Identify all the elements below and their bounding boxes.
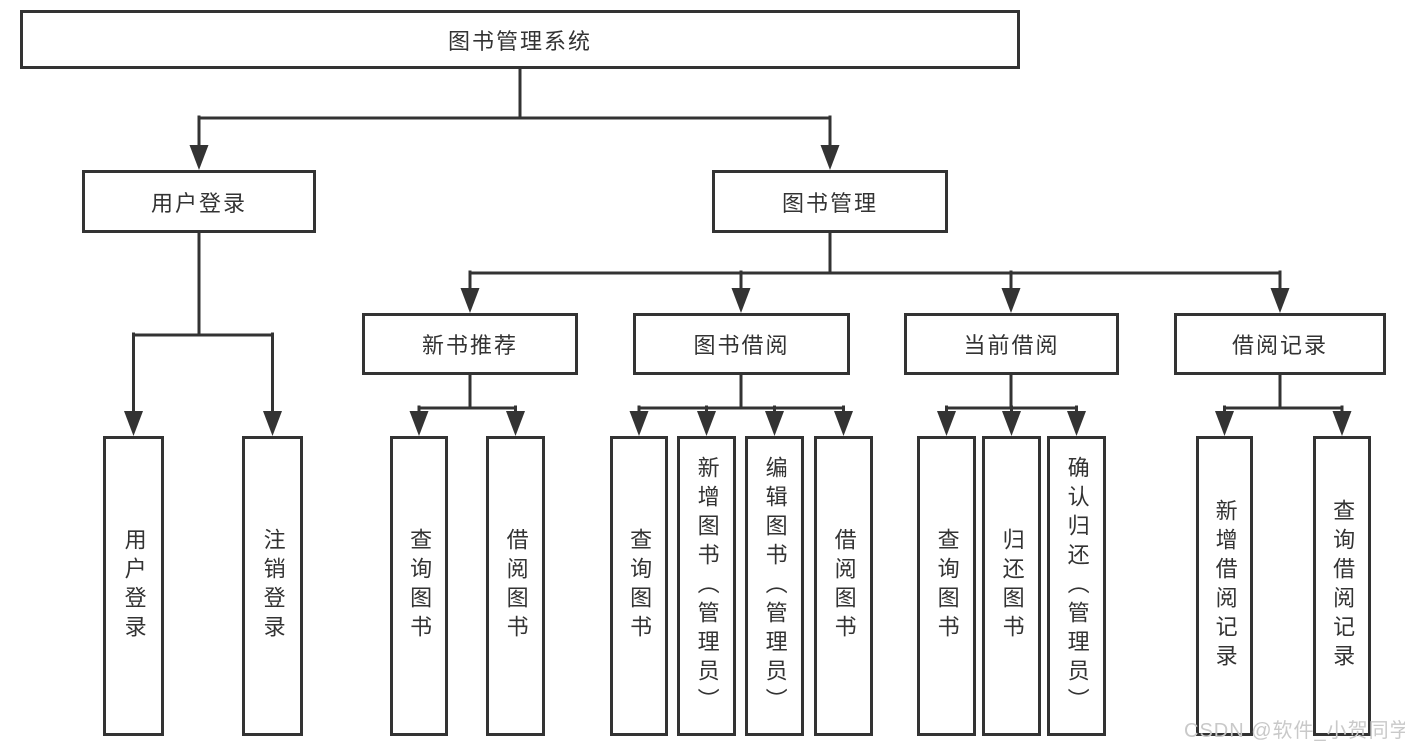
leaf-new-book-borrow-books: 借阅图书: [486, 436, 545, 736]
leaf-borrowing-edit-books-admin: 编辑图书（管理员）: [745, 436, 804, 736]
connector-user-login-to-leaves: [132, 230, 274, 415]
node-library-management-system: 图书管理系统: [20, 10, 1020, 69]
leaf-user-login: 用户登录: [103, 436, 164, 736]
node-label: 注销登录: [260, 528, 286, 644]
node-user-login: 用户登录: [82, 170, 316, 233]
node-new-book-recommend: 新书推荐: [362, 313, 578, 375]
connector-new-book-recommend-to-leaves: [417, 372, 517, 415]
leaf-records-add-borrow-record: 新增借阅记录: [1196, 436, 1253, 736]
csdn-watermark: CSDN @软件_小贺同学: [1184, 720, 1405, 742]
node-label: 查询借阅记录: [1330, 499, 1356, 673]
node-label: 确认归还（管理员）: [1064, 455, 1090, 717]
leaf-current-confirm-return-admin: 确认归还（管理员）: [1047, 436, 1106, 736]
node-book-management: 图书管理: [712, 170, 948, 233]
leaf-borrowing-borrow-books: 借阅图书: [814, 436, 873, 736]
leaf-current-query-books: 查询图书: [917, 436, 976, 736]
node-borrowing-records: 借阅记录: [1174, 313, 1386, 375]
node-label: 图书借阅: [693, 333, 790, 358]
connector-current-borrowing-to-leaves: [945, 372, 1078, 415]
node-label: 借阅图书: [831, 528, 857, 644]
node-label: 新书推荐: [421, 333, 518, 358]
leaf-borrowing-query-books: 查询图书: [610, 436, 668, 736]
node-label: 新增借阅记录: [1212, 499, 1238, 673]
node-label: 查询图书: [934, 528, 960, 644]
node-label: 借阅记录: [1231, 333, 1328, 358]
node-label: 查询图书: [627, 528, 653, 644]
node-book-borrowing: 图书借阅: [633, 313, 850, 375]
leaf-current-return-books: 归还图书: [982, 436, 1041, 736]
connector-root-to-level2: [197, 66, 832, 149]
node-label: 借阅图书: [503, 528, 529, 644]
node-label: 当前借阅: [963, 333, 1060, 358]
node-label: 用户登录: [150, 190, 247, 216]
node-label: 查询图书: [407, 528, 433, 644]
node-label: 新增图书（管理员）: [694, 455, 720, 717]
node-label: 编辑图书（管理员）: [762, 455, 788, 717]
connector-book-management-to-level3: [468, 230, 1282, 292]
node-current-borrowing: 当前借阅: [904, 313, 1119, 375]
connector-book-borrowing-to-leaves: [637, 372, 845, 415]
leaf-records-query-borrow-record: 查询借阅记录: [1313, 436, 1371, 736]
node-label: 图书管理: [781, 190, 878, 216]
node-label: 归还图书: [999, 528, 1025, 644]
leaf-new-book-query-books: 查询图书: [390, 436, 448, 736]
leaf-borrowing-add-books-admin: 新增图书（管理员）: [677, 436, 736, 736]
connector-borrowing-records-to-leaves: [1223, 372, 1344, 415]
leaf-logout: 注销登录: [242, 436, 303, 736]
node-label: 用户登录: [121, 528, 147, 644]
node-label: 图书管理系统: [447, 28, 592, 54]
